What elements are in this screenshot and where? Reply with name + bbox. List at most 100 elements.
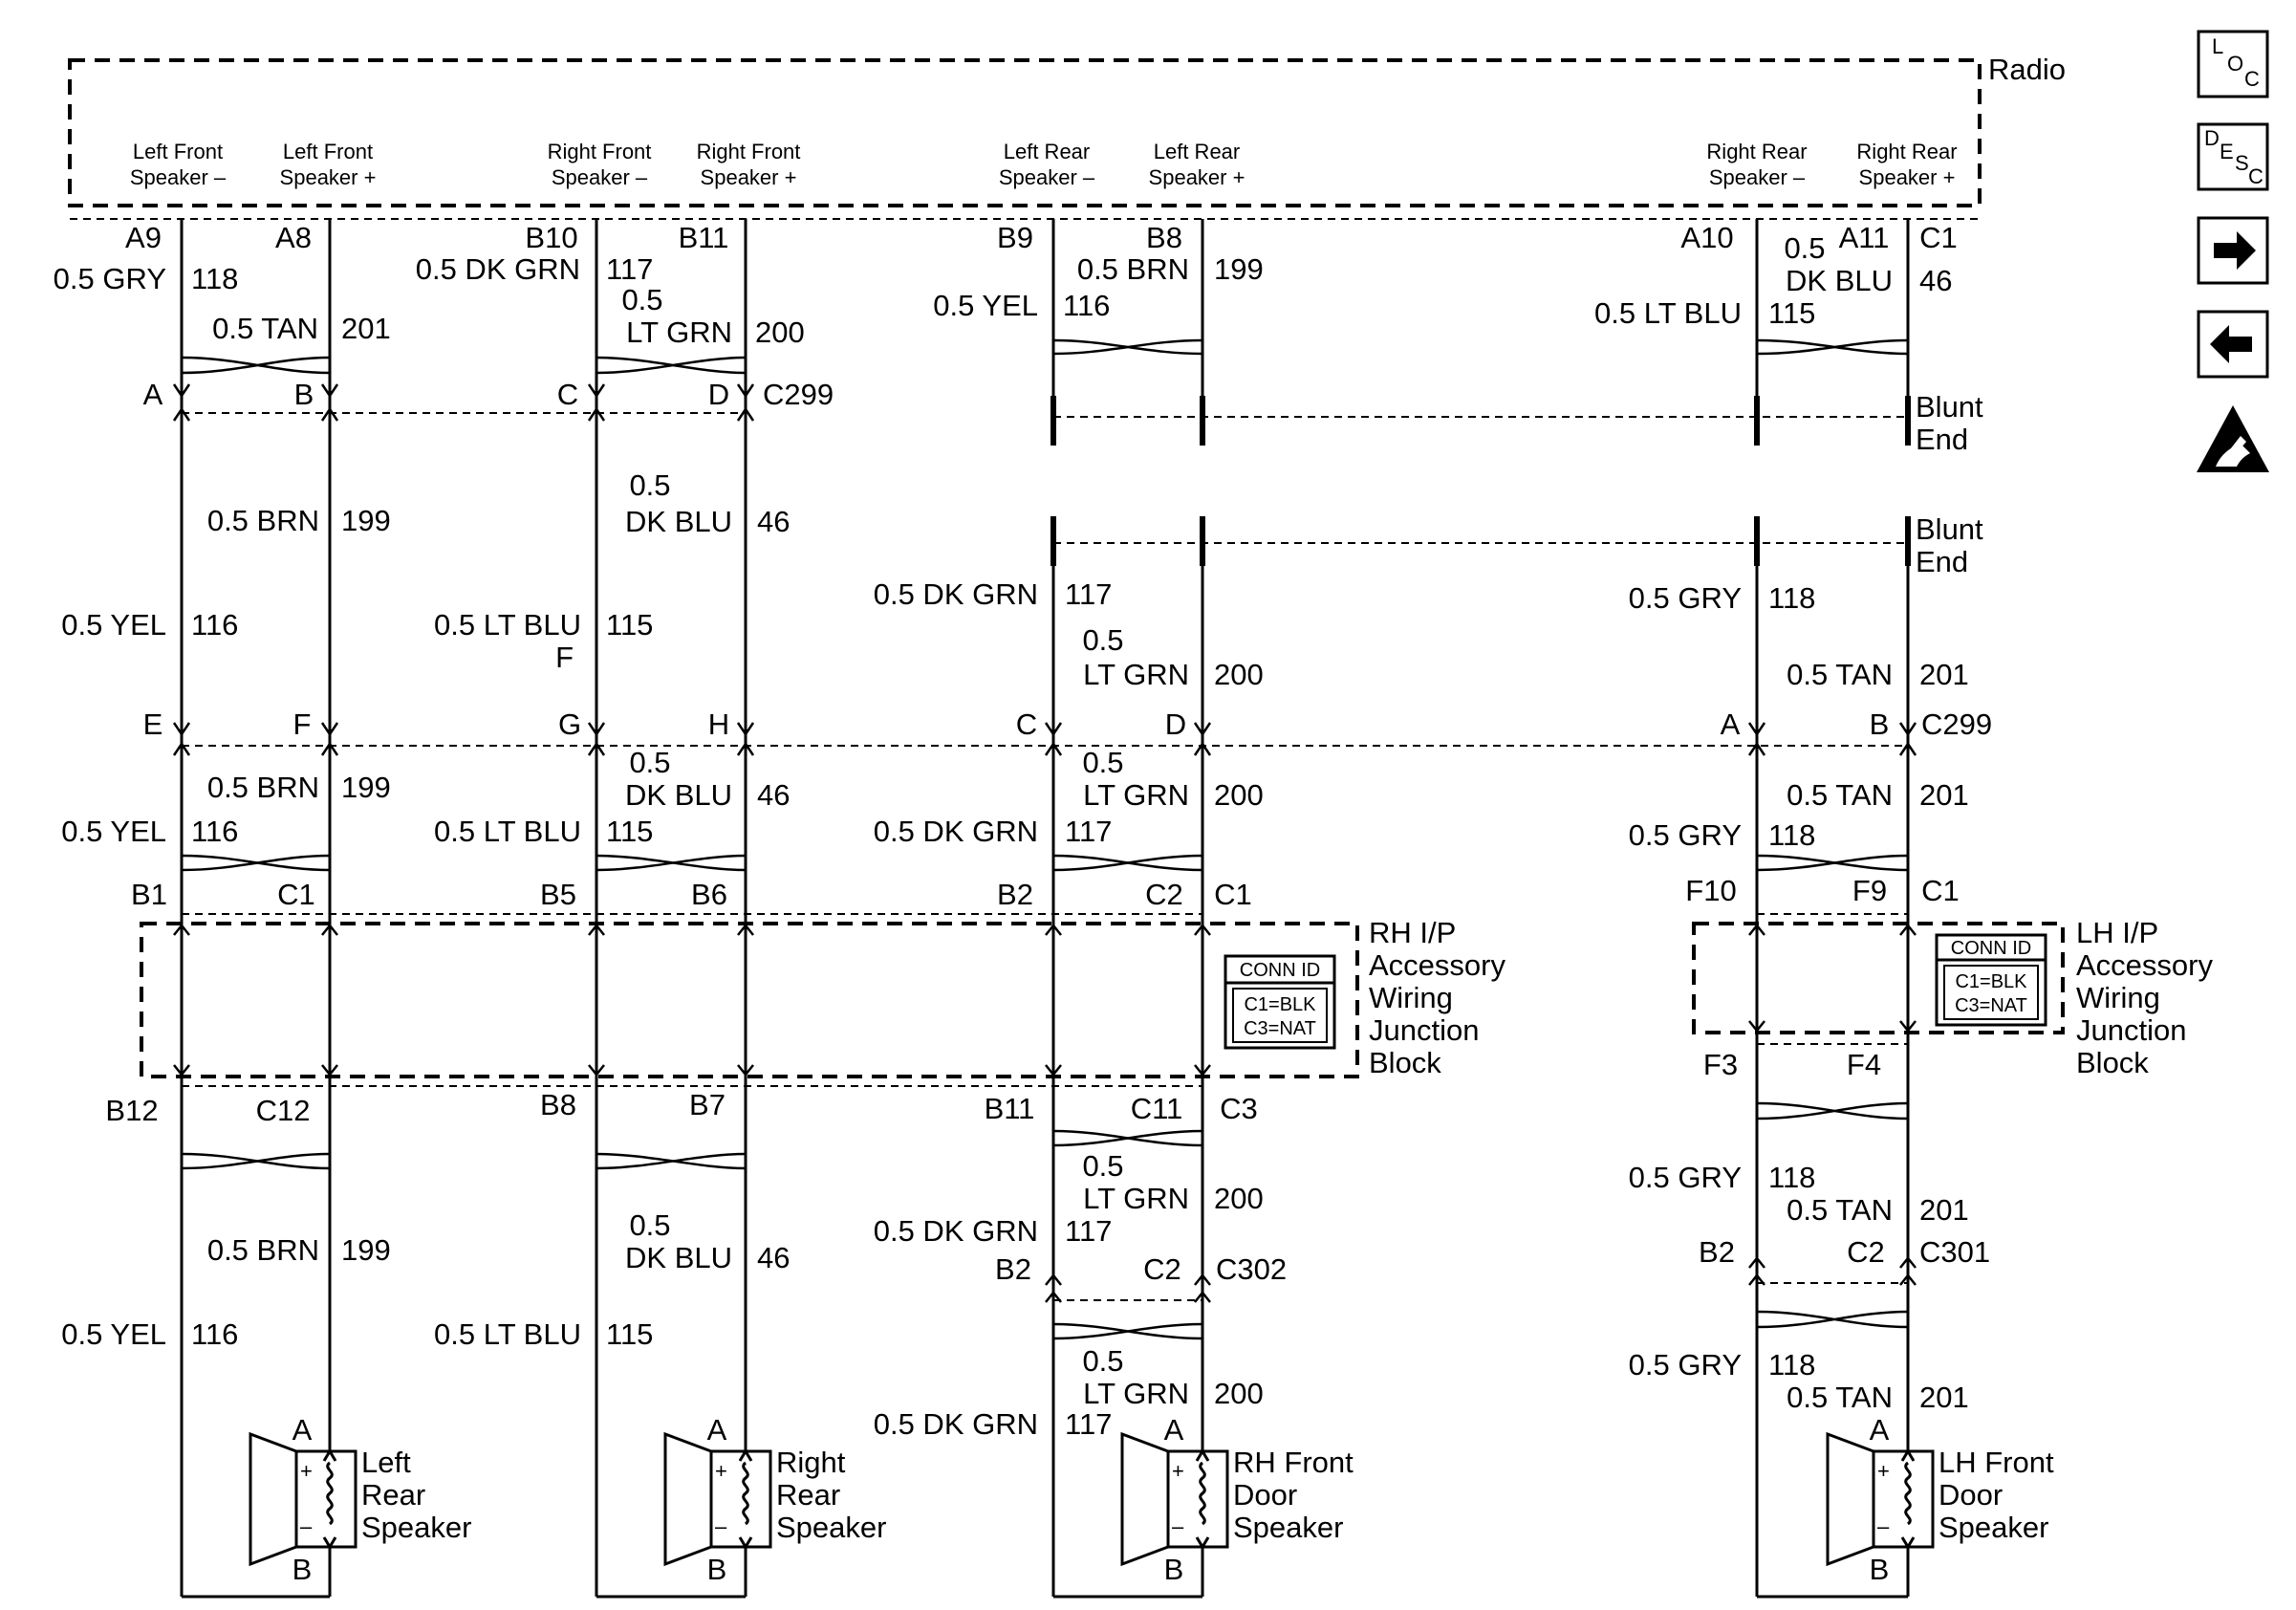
wire-color: 0.5 BRN [207, 1233, 319, 1267]
wire-circuit: 200 [1214, 778, 1264, 812]
speaker-plus-mark: + [1877, 1459, 1890, 1483]
wire-gauge: 0.5 [1082, 746, 1123, 779]
loc-icon[interactable]: L O C [2197, 30, 2269, 98]
wire-color: 0.5 TAN [1787, 658, 1893, 691]
connector-c299-mid: E F G H C D A B C299 [143, 707, 1992, 756]
wire-circuit: 118 [1768, 581, 1815, 615]
speaker-pin-a: A [292, 1413, 313, 1447]
speaker-rh-front-door: + – A B RH Front Door Speaker [1120, 1413, 1354, 1586]
pin-label: G [558, 707, 581, 741]
wire-circuit: 115 [606, 1317, 653, 1351]
wire-circuit: 201 [1919, 658, 1969, 691]
loc-letter: C [2244, 67, 2260, 91]
terminal-label: Speaker + [280, 165, 377, 189]
loc-letter: L [2212, 34, 2223, 58]
wire-circuit: 116 [191, 815, 238, 848]
wire-color: 0.5 DK GRN [874, 1214, 1038, 1248]
wire-circuit: 117 [1065, 577, 1112, 611]
pin-label: C [557, 378, 578, 411]
wire-circuit: 116 [191, 608, 238, 642]
pin-label: C1 [1921, 874, 1960, 907]
wire-circuit: 117 [1065, 815, 1112, 848]
mid-left-wire-labels: 0.5 BRN 199 0.5 DK BLU 46 0.5 YEL 116 0.… [61, 468, 790, 674]
blunt-end-top: Blunt End [1051, 390, 1983, 456]
speaker-label: LH Front [1939, 1446, 2054, 1479]
block-label: Accessory [2076, 948, 2213, 982]
speaker-right-rear: + – A B Right Rear Speaker [663, 1413, 886, 1586]
speaker-lh-front-door: + – A B LH Front Door Speaker [1826, 1413, 2054, 1586]
arrow-left-icon[interactable] [2197, 310, 2269, 379]
wire-gauge: 0.5 [621, 283, 662, 316]
desc-icon[interactable]: D E S C [2197, 122, 2269, 191]
junction-block-top-pins: B1 C1 B5 B6 B2 C2 C1 F10 F9 C1 [131, 874, 1960, 915]
block-label: Junction [1369, 1013, 1479, 1047]
pin-label: A [1721, 707, 1741, 741]
block-label: RH I/P [1369, 916, 1456, 949]
wire-circuit: 118 [1768, 818, 1815, 852]
conn-id-title: CONN ID [1240, 960, 1320, 981]
pin-label: D [708, 378, 729, 411]
wire-color: DK BLU [625, 505, 732, 538]
pre-block-wire-labels: 0.5 BRN 199 0.5 YEL 116 0.5 DK BLU 46 0.… [61, 746, 1968, 852]
terminal-label: Speaker + [1149, 165, 1245, 189]
pin-label: A [143, 378, 163, 411]
wire-color: 0.5 TAN [1787, 1381, 1893, 1414]
wire-circuit: 46 [1919, 264, 1952, 297]
arrow-right-icon[interactable] [2197, 216, 2269, 285]
speaker-minus-mark: – [1172, 1514, 1184, 1538]
wire-gauge: 0.5 [629, 1208, 670, 1242]
wire-color: 0.5 DK GRN [874, 577, 1038, 611]
wire-circuit: 115 [606, 608, 653, 642]
conn-id-c1: C1=BLK [1244, 994, 1316, 1015]
wire-color: 0.5 TAN [1787, 778, 1893, 812]
wire-color: 0.5 YEL [61, 815, 166, 848]
wire-color: LT GRN [1083, 778, 1189, 812]
door-wire-labels: 0.5 LT GRN 200 0.5 DK GRN 117 0.5 GRY 11… [874, 1344, 1969, 1441]
speaker-plus-mark: + [300, 1459, 313, 1483]
connector-c302: B2 C2 C302 [995, 1252, 1287, 1303]
terminal-label: Speaker – [999, 165, 1095, 189]
conn-id-box: CONN ID C1=BLK C3=NAT [1224, 954, 1336, 1050]
loc-letter: O [2227, 52, 2243, 76]
block-label: Accessory [1369, 948, 1505, 982]
speaker-label: Door [1939, 1478, 2003, 1512]
lh-junction-block: CONN ID C1=BLK C3=NAT LH I/P Accessory W… [1692, 916, 2213, 1079]
pin-label: F [293, 707, 312, 741]
blunt-end-label: Blunt [1916, 512, 1983, 546]
rh-junction-block: CONN ID C1=BLK C3=NAT RH I/P Accessory W… [140, 916, 1505, 1079]
wire-circuit: 117 [606, 252, 653, 286]
speaker-plus-mark: + [1172, 1459, 1184, 1483]
speaker-label: Speaker [1233, 1511, 1343, 1544]
block-label: Junction [2076, 1013, 2186, 1047]
wire-color: 0.5 LT BLU [434, 608, 581, 642]
terminal-label: Right Front [548, 140, 652, 163]
terminal-label: Left Front [133, 140, 223, 163]
wire-circuit: 46 [757, 778, 790, 812]
speaker-plus-mark: + [715, 1459, 727, 1483]
wire-gauge: 0.5 [1082, 623, 1123, 657]
wire-color: 0.5 TAN [212, 312, 318, 345]
wire-circuit: 118 [1768, 1161, 1815, 1194]
terminal-label: Speaker + [1859, 165, 1956, 189]
desc-letter: C [2248, 164, 2264, 188]
terminal-label: Left Rear [1154, 140, 1241, 163]
pin-label: C12 [256, 1094, 311, 1127]
wire-gauge: 0.5 [629, 468, 670, 502]
speaker-label: Left [361, 1446, 411, 1479]
wire-color: 0.5 YEL [933, 289, 1038, 322]
esd-warning-icon[interactable] [2197, 405, 2269, 472]
wire-gauge: 0.5 [629, 746, 670, 779]
wire-circuit: 200 [1214, 1377, 1264, 1410]
speaker-left-rear: + – A B Left Rear Speaker [249, 1413, 471, 1586]
radio-title: Radio [1988, 53, 2066, 86]
terminal-label: Speaker – [552, 165, 648, 189]
wire-circuit: 117 [1065, 1214, 1112, 1248]
wire-circuit: 118 [191, 262, 238, 295]
desc-letter: D [2204, 126, 2220, 150]
radio-terminal-labels: Left Front Speaker – Left Front Speaker … [130, 140, 1958, 189]
connector-label: C302 [1216, 1252, 1287, 1286]
pin-label: F3 [1703, 1048, 1738, 1081]
wire-circuit: 200 [1214, 1182, 1264, 1215]
wire-color: LT GRN [1083, 1377, 1189, 1410]
conn-id-c1: C1=BLK [1955, 971, 2027, 992]
